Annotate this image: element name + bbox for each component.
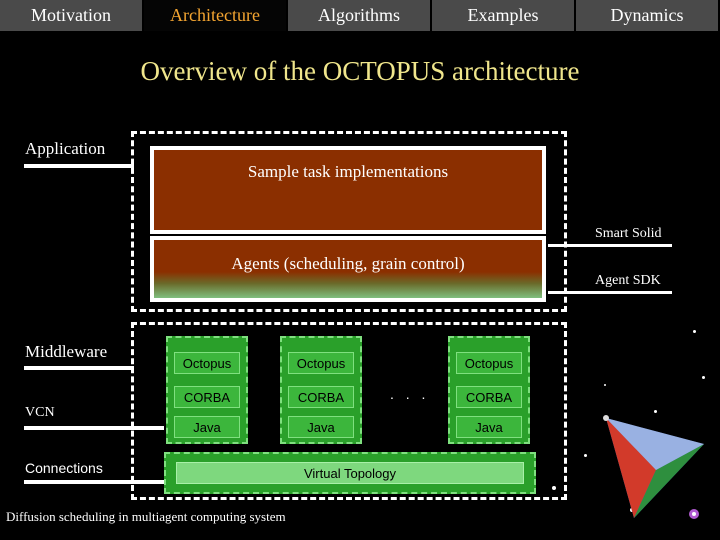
middleware-container bbox=[131, 322, 567, 500]
corba-cell: CORBA bbox=[456, 386, 522, 408]
agent-sdk-line bbox=[548, 291, 672, 294]
star-decoration bbox=[552, 486, 556, 490]
star-decoration bbox=[702, 376, 705, 379]
star-decoration bbox=[604, 384, 606, 386]
connections-label: Connections bbox=[25, 460, 103, 476]
star-decoration bbox=[693, 330, 696, 333]
tab-dynamics[interactable]: Dynamics bbox=[576, 0, 720, 31]
application-container bbox=[131, 131, 567, 312]
tetrahedron-logo-icon bbox=[603, 415, 704, 519]
corba-cell: CORBA bbox=[288, 386, 354, 408]
connections-line bbox=[24, 480, 164, 484]
application-label: Application bbox=[25, 139, 106, 158]
tab-algorithms[interactable]: Algorithms bbox=[288, 0, 432, 31]
tab-examples[interactable]: Examples bbox=[432, 0, 576, 31]
agents-label: Agents (scheduling, grain control) bbox=[231, 254, 465, 273]
page-title: Overview of the OCTOPUS architecture bbox=[140, 56, 580, 86]
smart-solid-line bbox=[548, 244, 672, 247]
agent-sdk-label: Agent SDK bbox=[595, 273, 661, 288]
node-column-3: Octopus CORBA Java bbox=[448, 336, 530, 444]
octopus-cell: Octopus bbox=[456, 352, 522, 374]
nav-bar: Motivation Architecture Algorithms Examp… bbox=[0, 0, 720, 32]
ellipsis: . . . bbox=[390, 386, 430, 402]
footer-caption: Diffusion scheduling in multiagent compu… bbox=[6, 509, 286, 524]
octopus-cell: Octopus bbox=[174, 352, 240, 374]
star-decoration bbox=[584, 454, 587, 457]
sample-tasks-label: Sample task implementations bbox=[247, 162, 449, 181]
java-cell: Java bbox=[288, 416, 354, 438]
node-column-1: Octopus CORBA Java bbox=[166, 336, 248, 444]
application-line bbox=[24, 164, 134, 168]
tab-architecture[interactable]: Architecture bbox=[144, 0, 288, 31]
agents-box: Agents (scheduling, grain control) bbox=[150, 236, 546, 302]
middleware-label: Middleware bbox=[25, 342, 108, 361]
virtual-topology-box: Virtual Topology bbox=[164, 452, 536, 494]
node-column-2: Octopus CORBA Java bbox=[280, 336, 362, 444]
tab-motivation[interactable]: Motivation bbox=[0, 0, 144, 31]
middleware-line bbox=[24, 366, 134, 370]
vcn-line bbox=[24, 426, 164, 430]
octopus-cell: Octopus bbox=[288, 352, 354, 374]
star-decoration bbox=[654, 410, 657, 413]
sample-tasks-box: Sample task implementations bbox=[150, 146, 546, 234]
corba-cell: CORBA bbox=[174, 386, 240, 408]
smart-solid-label: Smart Solid bbox=[595, 226, 662, 241]
vcn-label: VCN bbox=[25, 405, 55, 420]
virtual-topology-label: Virtual Topology bbox=[176, 462, 524, 484]
java-cell: Java bbox=[174, 416, 240, 438]
java-cell: Java bbox=[456, 416, 522, 438]
